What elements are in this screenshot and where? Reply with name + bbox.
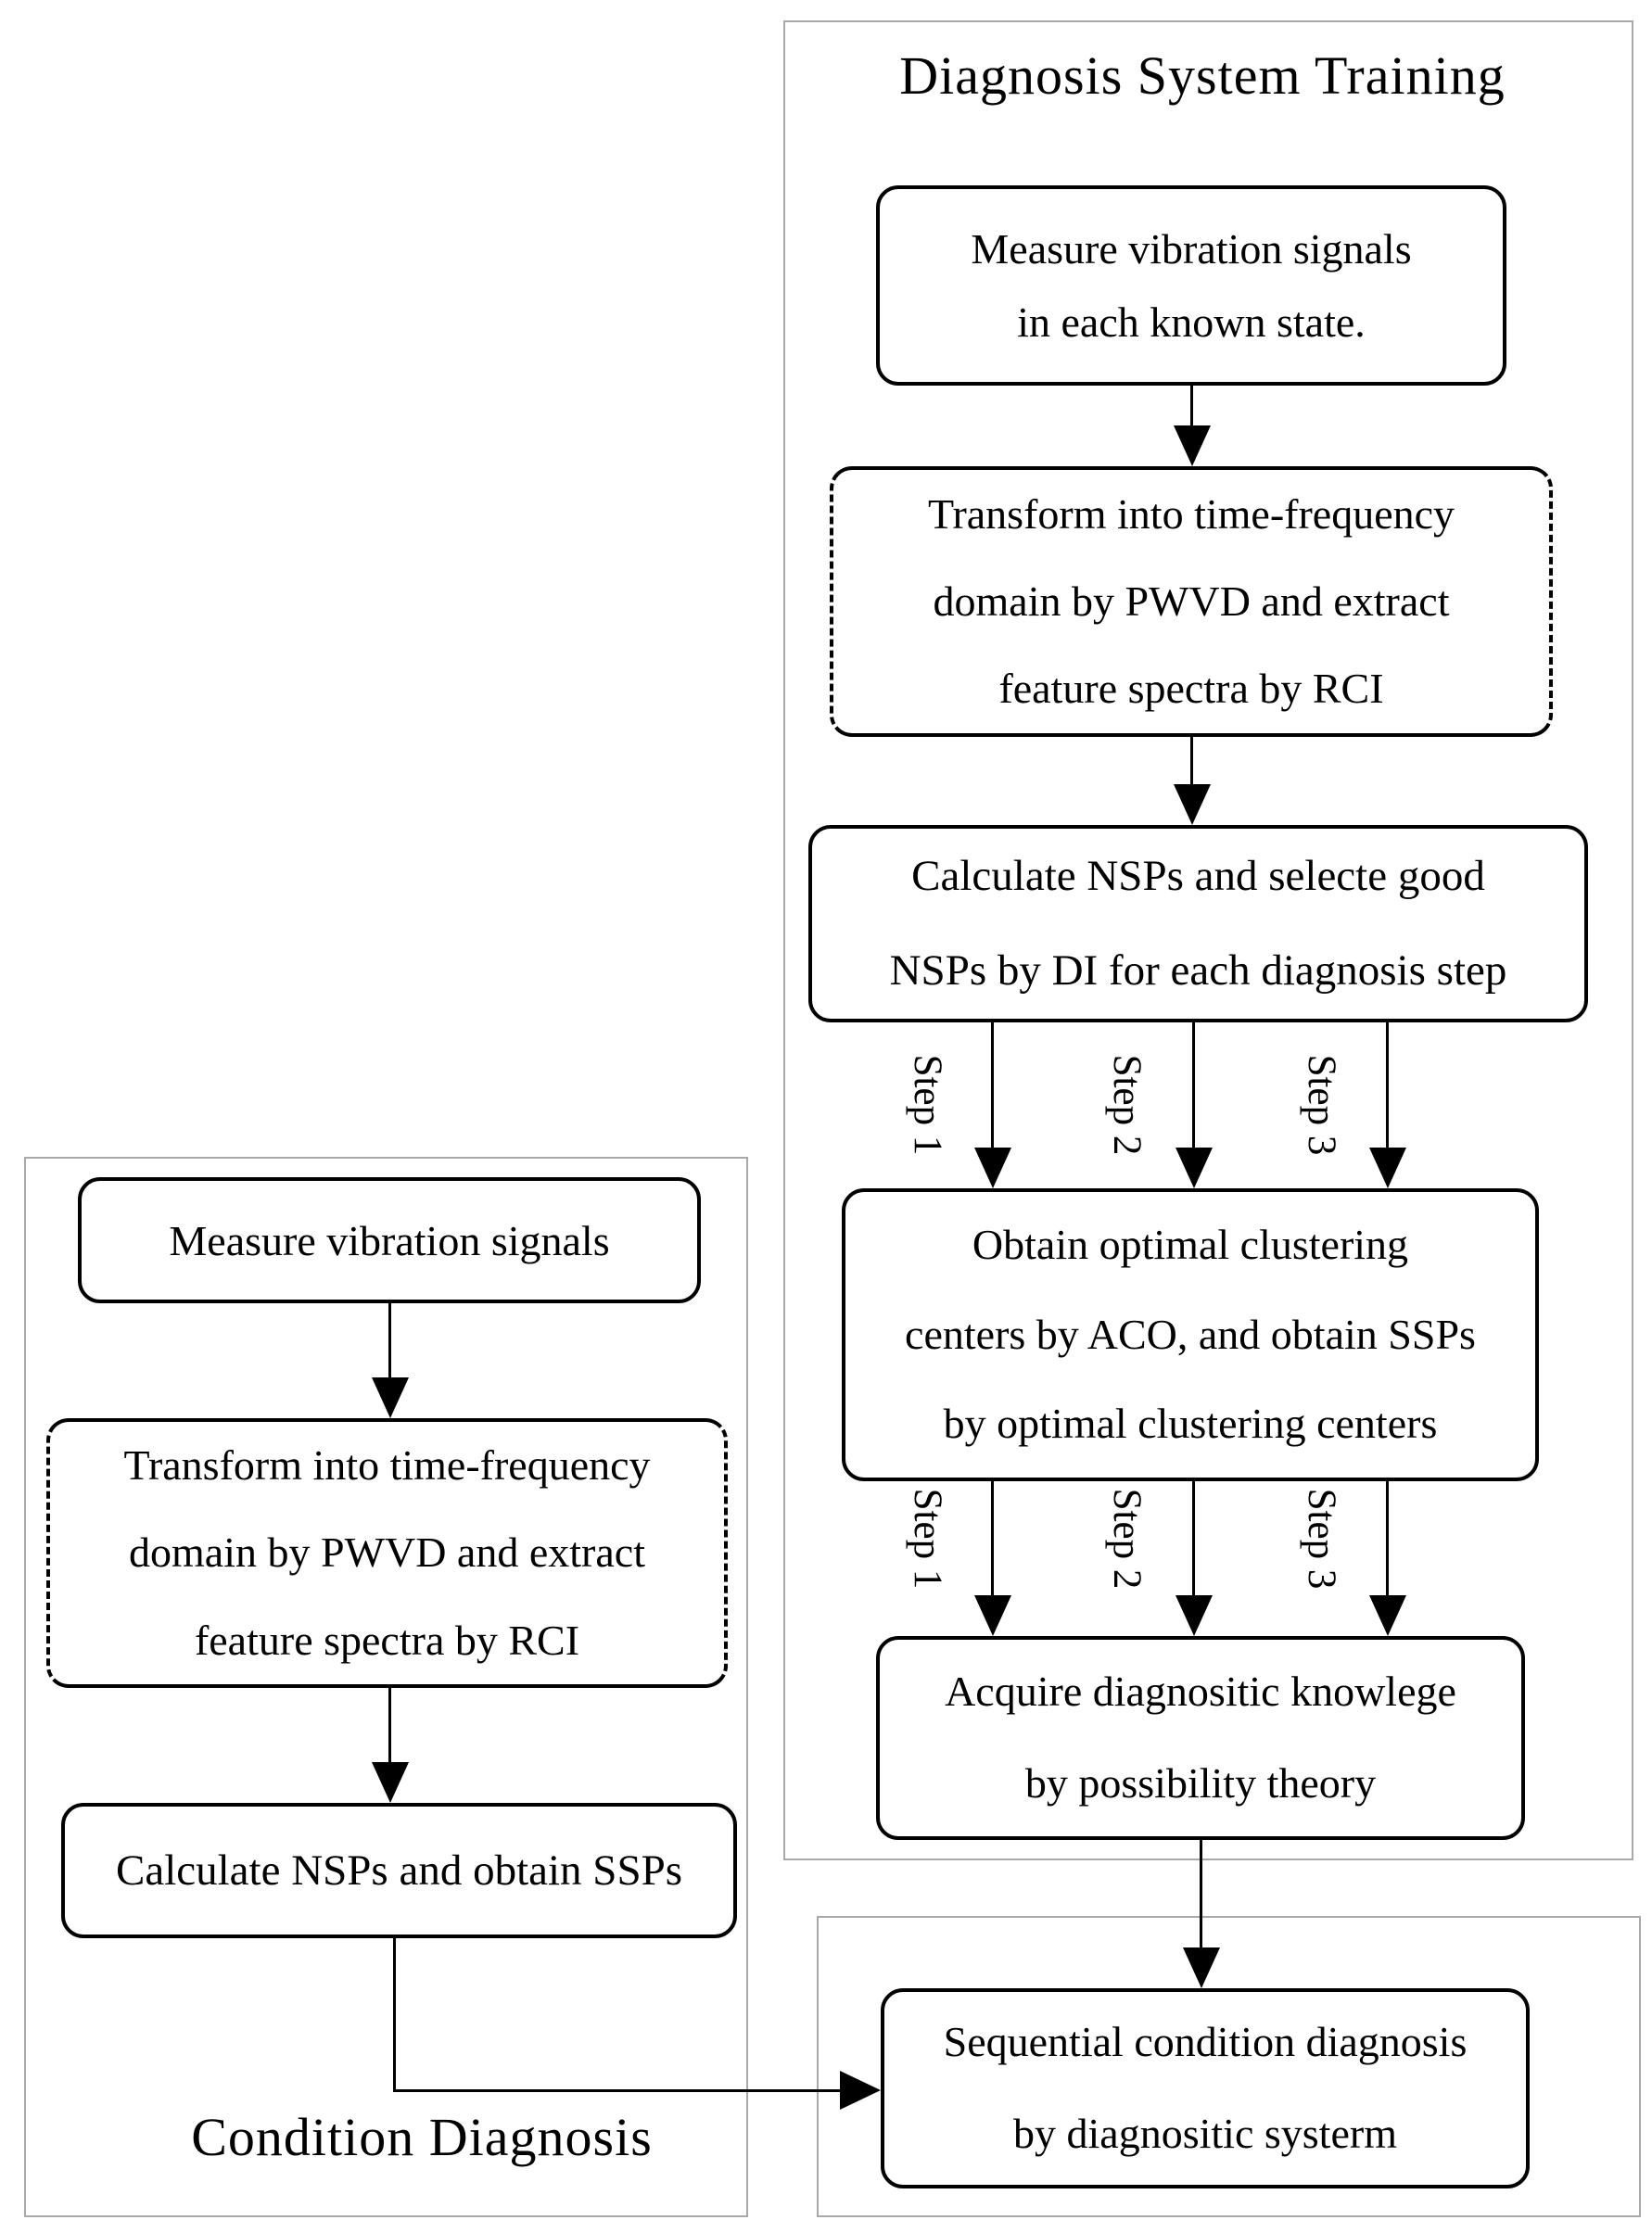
box-text-line: feature spectra by RCI: [998, 665, 1384, 713]
box-text-line: Measure vibration signals: [971, 224, 1412, 273]
step3-arrow-row2-head: [1369, 1595, 1406, 1636]
box-text-line: Acquire diagnositic knowlege: [945, 1668, 1456, 1716]
box-text-line: by possibility theory: [1024, 1759, 1377, 1807]
box-text-line: in each known state.: [1017, 298, 1366, 346]
training-obtain-box: Obtain optimal clustering centers by ACO…: [842, 1188, 1539, 1481]
box-text-line: domain by PWVD and extract: [933, 577, 1450, 625]
connector-l3-final-vline: [393, 1938, 396, 2092]
step1-label-row1: Step 1: [906, 1054, 949, 1156]
training-measure-box: Measure vibration signals in each known …: [876, 185, 1506, 386]
box-text-line: Calculate NSPs and obtain SSPs: [115, 1846, 683, 1895]
training-panel-border: [783, 20, 1633, 1860]
step1-arrow-row2-line: [991, 1481, 994, 1596]
box-text-line: Calculate NSPs and selecte good: [911, 852, 1485, 901]
step2-arrow-row2-head: [1175, 1595, 1213, 1636]
training-title: Diagnosis System Training: [899, 45, 1506, 106]
step2-label-row2: Step 2: [1105, 1488, 1149, 1590]
step1-arrow-row1-head: [974, 1148, 1011, 1188]
arrow-r2-r3-head: [1174, 784, 1211, 825]
step3-arrow-row1-head: [1369, 1148, 1406, 1188]
condition-panel-border: [24, 1157, 748, 2217]
arrow-l1-l2-line: [388, 1303, 391, 1378]
step2-arrow-row1-line: [1192, 1022, 1195, 1148]
box-text-line: feature spectra by RCI: [194, 1616, 580, 1664]
step3-arrow-row1-line: [1386, 1022, 1389, 1148]
condition-transform-box: Transform into time-frequency domain by …: [46, 1418, 728, 1688]
box-text-line: by diagnositic systerm: [1013, 2110, 1397, 2157]
arrow-r2-r3-line: [1190, 737, 1193, 785]
step3-label-row2: Step 3: [1300, 1488, 1343, 1590]
arrow-l1-l2-head: [372, 1377, 409, 1418]
condition-measure-box: Measure vibration signals: [78, 1177, 701, 1303]
box-text-line: Sequential condition diagnosis: [943, 2018, 1468, 2066]
step1-arrow-row2-head: [974, 1595, 1011, 1636]
training-transform-box: Transform into time-frequency domain by …: [830, 466, 1553, 737]
box-text-line: by optimal clustering centers: [943, 1400, 1438, 1448]
step3-arrow-row2-line: [1386, 1481, 1389, 1596]
condition-title: Condition Diagnosis: [191, 2107, 653, 2167]
step2-arrow-row1-head: [1175, 1148, 1213, 1188]
arrow-l2-l3-line: [388, 1688, 391, 1763]
bottom-panel-border: [817, 1916, 1641, 2217]
arrow-r1-r2-line: [1190, 386, 1193, 427]
box-text-line: Transform into time-frequency: [927, 489, 1455, 538]
box-text-line: Measure vibration signals: [169, 1216, 610, 1264]
training-calculate-box: Calculate NSPs and selecte good NSPs by …: [808, 825, 1588, 1022]
condition-calculate-box: Calculate NSPs and obtain SSPs: [61, 1803, 737, 1938]
box-text-line: domain by PWVD and extract: [129, 1529, 645, 1577]
training-acquire-box: Acquire diagnositic knowlege by possibil…: [876, 1636, 1525, 1840]
connector-l3-final-head: [840, 2071, 881, 2110]
box-text-line: centers by ACO, and obtain SSPs: [905, 1310, 1476, 1358]
step1-label-row2: Step 1: [906, 1488, 949, 1590]
box-text-line: Transform into time-frequency: [123, 1441, 651, 1490]
connector-l3-final-hline: [393, 2089, 842, 2092]
sequential-diagnosis-box: Sequential condition diagnosis by diagno…: [881, 1988, 1530, 2188]
box-text-line: NSPs by DI for each diagnosis step: [889, 945, 1507, 995]
step3-label-row1: Step 3: [1300, 1054, 1343, 1156]
step1-arrow-row1-line: [991, 1022, 994, 1148]
arrow-l2-l3-head: [372, 1762, 409, 1803]
arrow-r5-final-head: [1183, 1947, 1220, 1988]
step2-label-row1: Step 2: [1105, 1054, 1149, 1156]
step2-arrow-row2-line: [1192, 1481, 1195, 1596]
box-text-line: Obtain optimal clustering: [972, 1221, 1409, 1269]
arrow-r5-final-line: [1200, 1840, 1202, 1948]
arrow-r1-r2-head: [1174, 425, 1211, 466]
